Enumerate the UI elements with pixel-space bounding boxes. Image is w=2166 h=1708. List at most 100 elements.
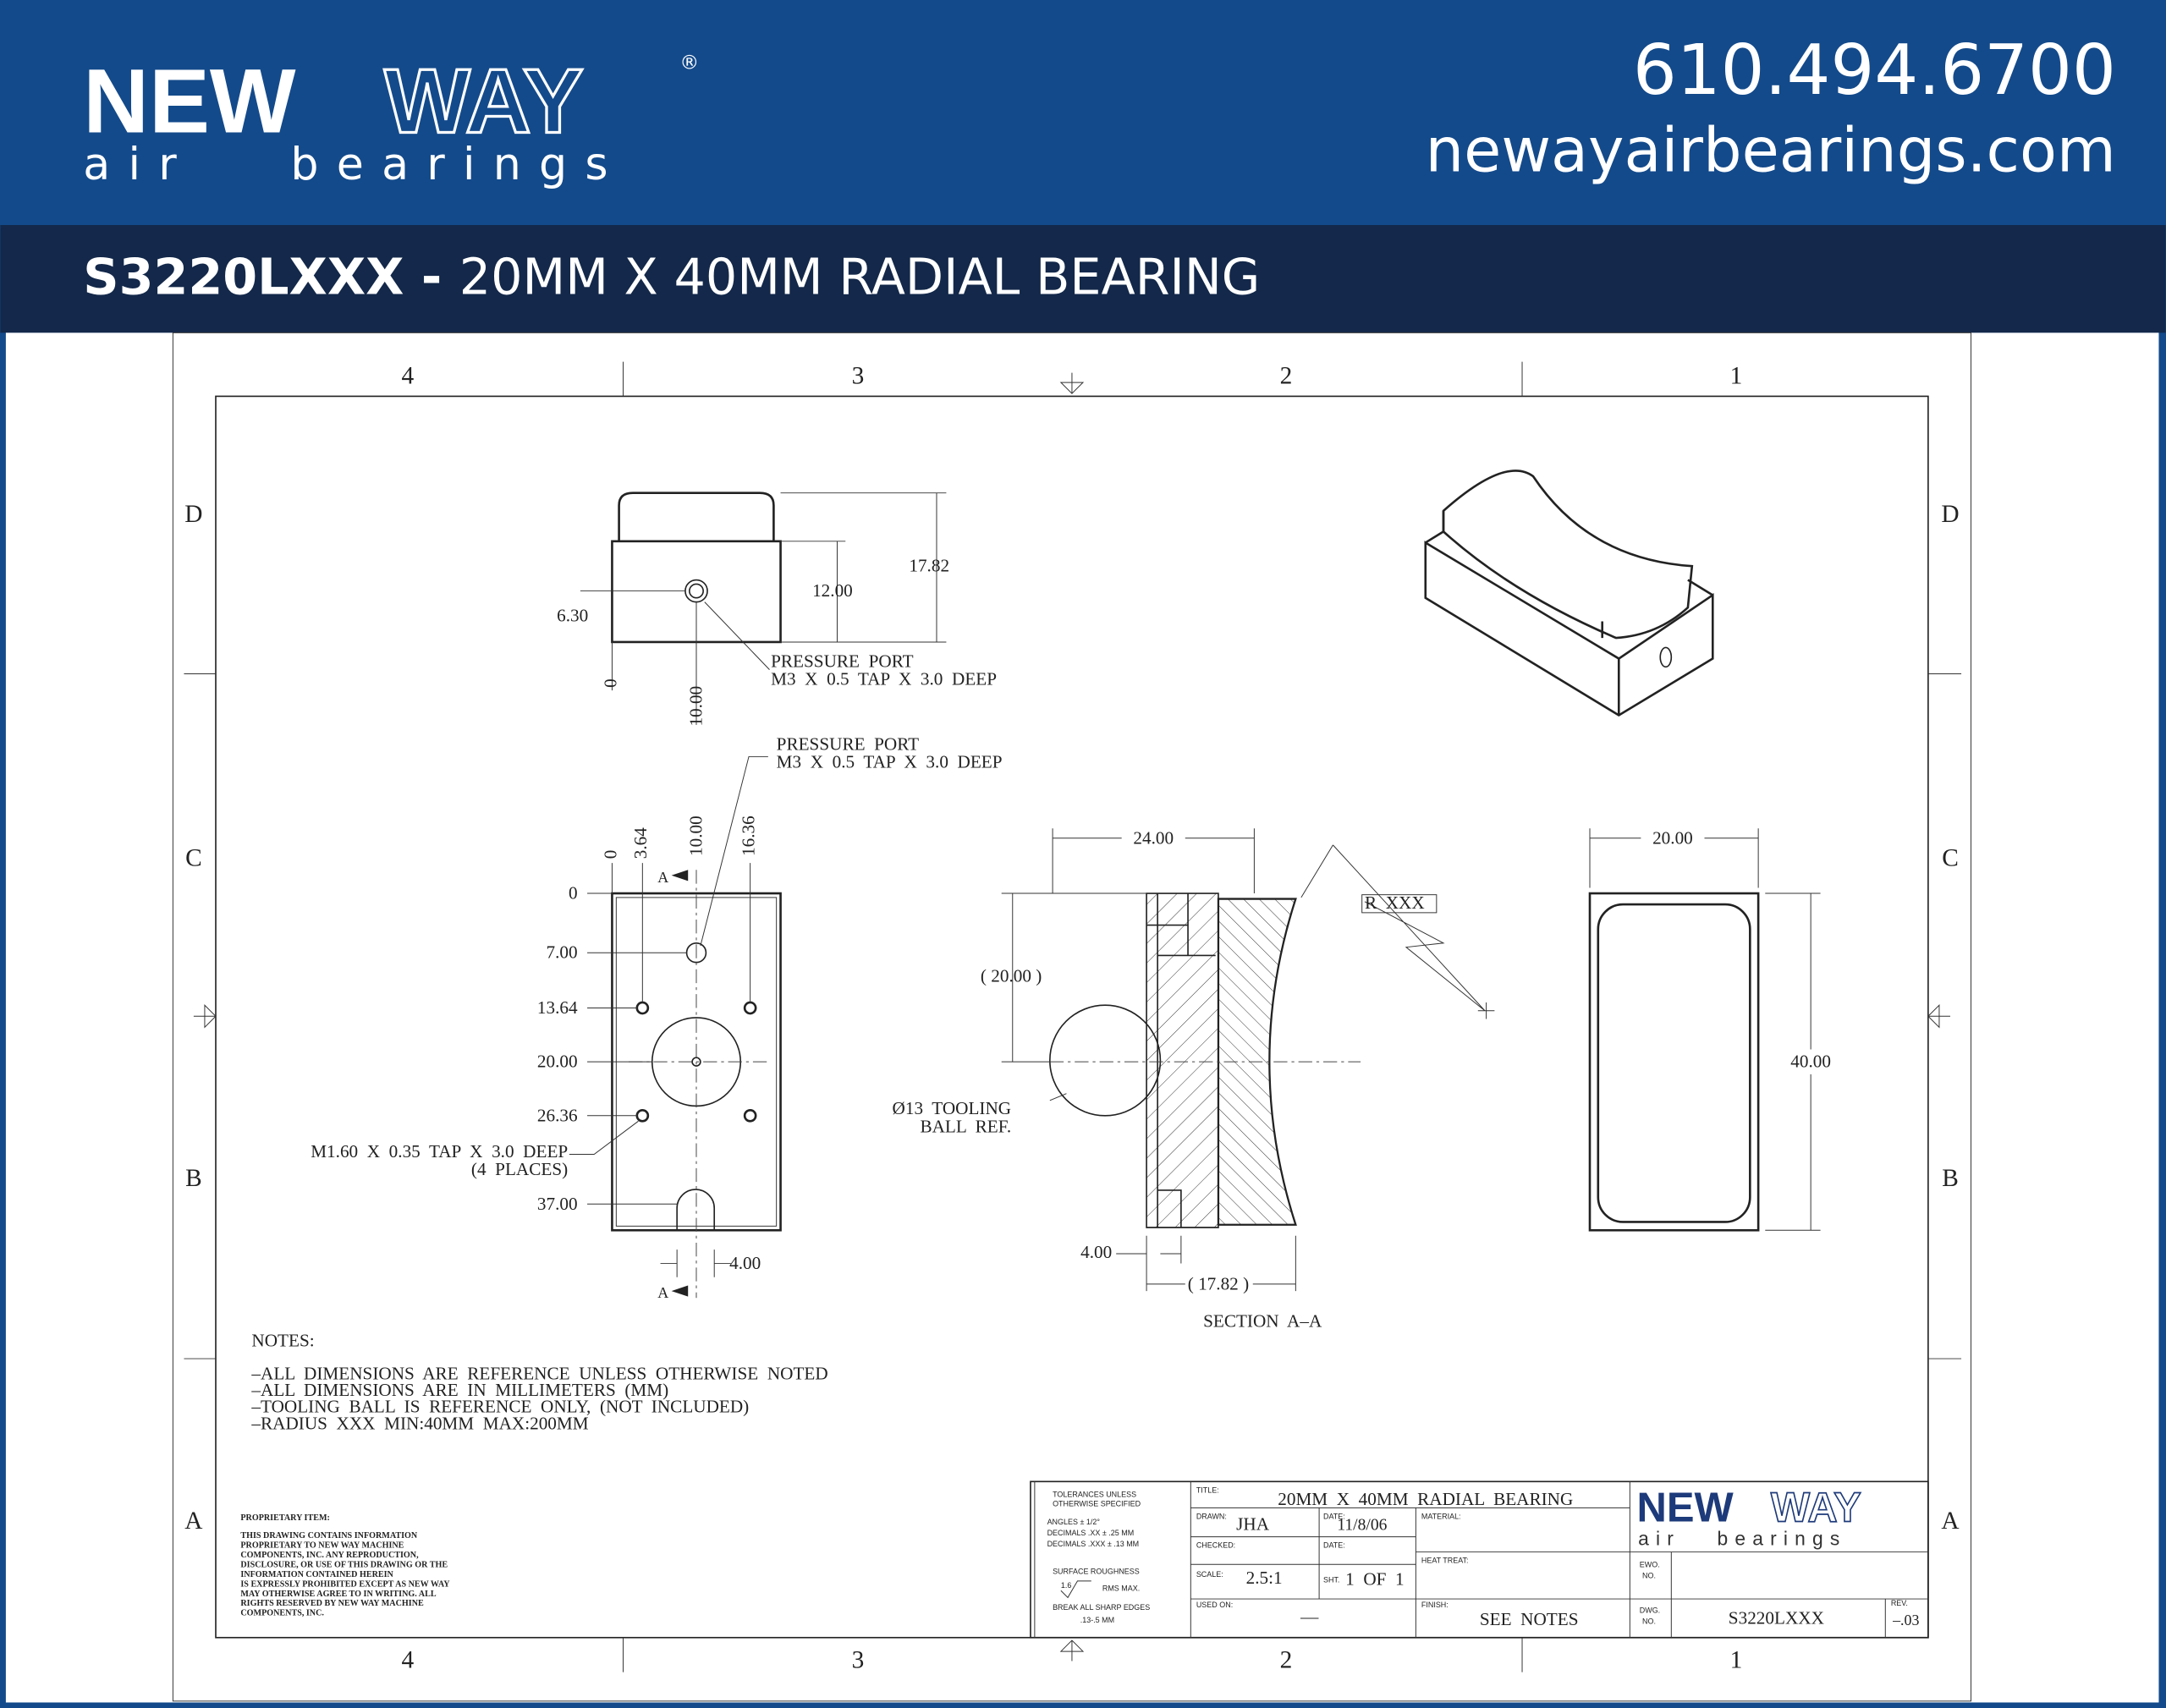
phone-number: 610.494.6700 [1633,30,2116,111]
title-bar [0,225,2166,333]
svg-text:RIGHTS RESERVED BY NEW WAY MAC: RIGHTS RESERVED BY NEW WAY MACHINE [240,1599,424,1608]
svg-text:0: 0 [600,678,620,688]
svg-text:C: C [1942,844,1959,871]
svg-text:PRESSURE PORT: PRESSURE PORT [777,733,919,754]
svg-text:6.30: 6.30 [557,605,588,625]
svg-text:SECTION A–A: SECTION A–A [1203,1311,1322,1332]
svg-text:–ALL DIMENSIONS ARE REFEREN: –ALL DIMENSIONS ARE REFERENCE UNLESS OTH… [250,1364,827,1384]
svg-text:COMPONENTS, INC. ANY REPRODUCT: COMPONENTS, INC. ANY REPRODUCTION, [240,1551,419,1560]
svg-text:3: 3 [852,363,865,390]
header-band [0,0,2166,226]
svg-text:4: 4 [402,1647,415,1674]
svg-text:IS EXPRESSLY PROHIBITED EXCEPT: IS EXPRESSLY PROHIBITED EXCEPT AS NEW WA… [240,1579,450,1589]
svg-text:NO.: NO. [1642,1617,1656,1625]
svg-text:A: A [657,869,668,886]
sheet-border [172,332,1971,1702]
svg-text:S3220LXXX: S3220LXXX [1729,1607,1824,1628]
svg-text:2: 2 [1280,363,1293,390]
logo-way: WAY [384,50,583,152]
proprietary-notice: PROPRIETARY ITEM: THIS DRAWING CONTAINS … [240,1513,450,1618]
svg-text:4.00: 4.00 [1080,1242,1112,1262]
svg-text:( 17.82 ): ( 17.82 ) [1188,1273,1249,1293]
svg-text:3: 3 [852,1647,865,1674]
svg-text:A: A [657,1284,668,1301]
svg-text:WAY: WAY [1771,1486,1861,1531]
svg-text:HEAT TREAT:: HEAT TREAT: [1421,1557,1469,1565]
svg-text:air bearings: air bearings [1638,1527,1846,1549]
svg-text:TITLE:: TITLE: [1196,1486,1219,1494]
svg-text:7.00: 7.00 [547,942,578,963]
logo-registered: ® [679,52,699,74]
svg-text:12.00: 12.00 [812,580,853,601]
svg-text:A: A [184,1508,202,1535]
svg-text:M3 X 0.5 TAP X 3.0 DEEP: M3 X 0.5 TAP X 3.0 DEEP [771,669,997,689]
svg-text:–ALL DIMENSIONS ARE IN MIL: –ALL DIMENSIONS ARE IN MILLIMETERS (MM) [250,1380,668,1400]
svg-text:D: D [1941,501,1959,528]
svg-text:COMPONENTS, INC.: COMPONENTS, INC. [240,1609,324,1618]
svg-text:NEW: NEW [1637,1486,1734,1531]
svg-text:37.00: 37.00 [537,1194,578,1214]
svg-text:INFORMATION CONTAINED HEREIN: INFORMATION CONTAINED HEREIN [240,1570,393,1579]
svg-text:BREAK ALL SHARP EDGES: BREAK ALL SHARP EDGES [1053,1603,1150,1612]
svg-text:13.64: 13.64 [537,997,578,1018]
svg-text:PROPRIETARY ITEM:: PROPRIETARY ITEM: [240,1513,330,1523]
brand-logo: NEW WAY ® air bearings [83,48,699,190]
svg-text:MATERIAL:: MATERIAL: [1421,1512,1461,1520]
svg-text:PROPRIETARY TO NEW WAY MACHINE: PROPRIETARY TO NEW WAY MACHINE [240,1541,404,1551]
svg-text:CHECKED:: CHECKED: [1196,1541,1235,1550]
svg-text:MAY OTHERWISE AGREE TO IN WRIT: MAY OTHERWISE AGREE TO IN WRITING. ALL [240,1590,436,1599]
svg-text:—: — [1300,1606,1319,1627]
svg-text:B: B [185,1165,202,1192]
svg-text:2: 2 [1280,1647,1293,1674]
svg-text:PRESSURE PORT: PRESSURE PORT [771,651,913,671]
svg-text:A: A [1941,1508,1959,1535]
website-link[interactable]: newayairbearings.com [1426,114,2116,185]
zone-dividers [184,361,1962,1672]
svg-text:NOTES:: NOTES: [251,1330,314,1350]
svg-text:1: 1 [1730,363,1743,390]
svg-text:10.00: 10.00 [686,816,706,856]
logo-new: NEW [83,50,296,152]
svg-text:OTHERWISE SPECIFIED: OTHERWISE SPECIFIED [1053,1500,1141,1508]
zone-markers: 4 3 2 1 4 3 2 1 D C B A D C B A [184,363,1959,1674]
svg-text:17.82: 17.82 [909,556,949,576]
section-view: 24.00 ( 20.00 ) R XXX Ø13 TOOLING BALL R… [893,827,1495,1332]
svg-text:REV.: REV. [1891,1599,1908,1607]
svg-text:M1.60 X 0.35 TAP X 3.0 D: M1.60 X 0.35 TAP X 3.0 DEEP [311,1141,568,1162]
svg-text:THIS DRAWING CONTAINS INFORMAT: THIS DRAWING CONTAINS INFORMATION [240,1531,418,1540]
svg-text:DRAWN:: DRAWN: [1196,1512,1227,1520]
svg-text:1: 1 [1730,1647,1743,1674]
svg-text:R XXX: R XXX [1365,892,1425,913]
svg-text:1 OF 1: 1 OF 1 [1345,1569,1405,1590]
svg-text:M3 X 0.5 TAP X 3.0 DEEP: M3 X 0.5 TAP X 3.0 DEEP [777,751,1003,772]
svg-text:ANGLES ± 1/2°: ANGLES ± 1/2° [1047,1518,1101,1526]
side-view: 20.00 40.00 [1588,827,1831,1232]
svg-text:SURFACE ROUGHNESS: SURFACE ROUGHNESS [1053,1568,1140,1576]
paper [5,332,2159,1703]
front-view: 0 3.64 10.00 16.36 0 7.00 13.64 20.00 26… [311,733,1002,1301]
svg-text:26.36: 26.36 [537,1105,578,1125]
svg-text:10.00: 10.00 [686,686,706,727]
svg-text:( 20.00 ): ( 20.00 ) [981,965,1042,986]
svg-text:(4 PLACES): (4 PLACES) [471,1159,568,1179]
svg-text:EWO.: EWO. [1640,1561,1660,1569]
svg-text:BALL REF.: BALL REF. [920,1116,1011,1136]
svg-text:SHT.: SHT. [1323,1575,1339,1584]
title-block: TOLERANCES UNLESS OTHERWISE SPECIFIED AN… [1030,1480,1929,1639]
svg-text:USED ON:: USED ON: [1196,1601,1233,1609]
svg-text:–RADIUS XXX MIN:40MM MAX:20: –RADIUS XXX MIN:40MM MAX:200MM [250,1413,588,1433]
svg-text:DATE:: DATE: [1323,1512,1345,1520]
svg-text:DATE:: DATE: [1323,1541,1345,1550]
page-title: S3220LXXX - 20MM X 40MM RADIAL BEARING [83,248,1260,306]
svg-text:1.6: 1.6 [1061,1581,1071,1590]
svg-text:B: B [1942,1165,1959,1192]
svg-text:SCALE:: SCALE: [1196,1570,1223,1579]
svg-text:20.00: 20.00 [537,1052,578,1072]
top-view: 17.82 12.00 6.30 0 10.00 PRESSURE PORT M… [557,492,997,727]
svg-text:DWG.: DWG. [1640,1606,1660,1614]
svg-text:DECIMALS .XXX ± .13 MM: DECIMALS .XXX ± .13 MM [1047,1540,1140,1548]
isometric-view [1424,470,1714,717]
svg-text:2.5:1: 2.5:1 [1246,1568,1283,1588]
svg-text:DISCLOSURE, OR USE OF THIS DRA: DISCLOSURE, OR USE OF THIS DRAWING OR TH… [240,1561,448,1570]
